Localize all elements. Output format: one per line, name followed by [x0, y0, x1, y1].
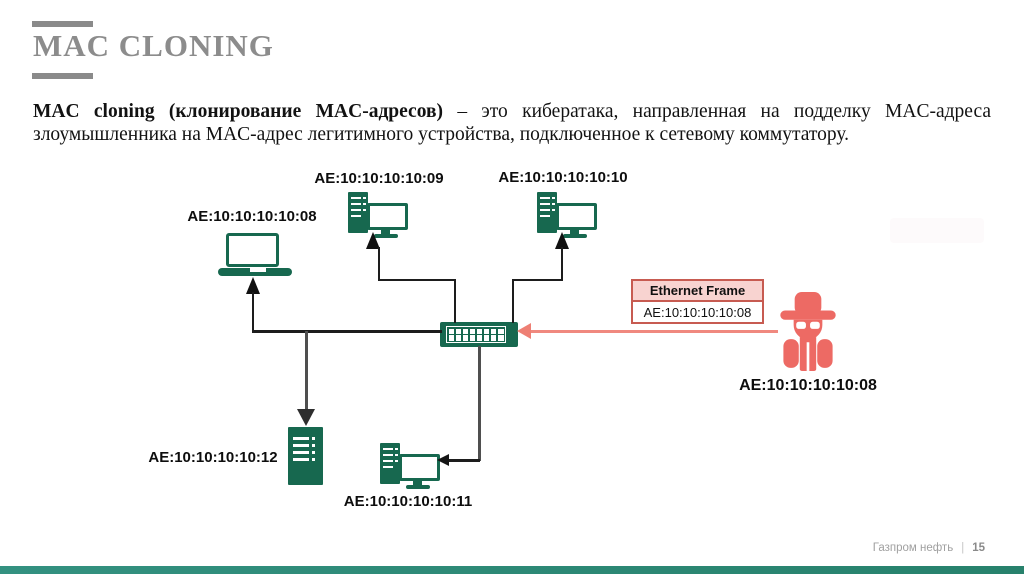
arrow-to-desktop10	[555, 232, 569, 249]
line-desktop09-v	[378, 247, 380, 281]
ethernet-frame-mac: AE:10:10:10:10:08	[643, 304, 752, 320]
desktop-tower	[348, 192, 368, 233]
attacker-spy-icon	[780, 292, 836, 371]
label-desktop11-mac: AE:10:10:10:10:11	[343, 493, 473, 510]
line-desktop09-h	[378, 279, 456, 281]
faint-highlight-box	[890, 218, 984, 243]
footer: Газпром нефть | 15	[873, 542, 985, 554]
attack-line	[529, 330, 778, 333]
line-desktop11-h	[448, 459, 480, 462]
line-desktop10-drop	[512, 279, 514, 323]
label-attacker-mac: AE:10:10:10:10:08	[739, 377, 877, 394]
arrow-to-laptop	[246, 277, 260, 294]
line-server	[305, 331, 308, 410]
definition-text: – это кибератака, направленная на поддел…	[33, 101, 991, 146]
laptop-notch	[250, 268, 266, 272]
desktop-monitor	[399, 454, 440, 481]
switch-ports	[446, 326, 506, 343]
label-desktop10-mac: AE:10:10:10:10:10	[498, 169, 628, 186]
desktop09-icon	[348, 192, 410, 238]
arrow-to-server	[297, 409, 315, 426]
line-main-horizontal	[252, 330, 442, 333]
desktop10-icon	[537, 192, 599, 238]
laptop-screen	[226, 233, 279, 267]
ethernet-frame-callout: Ethernet Frame AE:10:10:10:10:08	[631, 279, 764, 324]
arrow-to-desktop09	[366, 232, 380, 249]
desktop11-icon	[380, 443, 442, 489]
title-accent-bar-top	[32, 21, 93, 27]
footer-separator: |	[961, 542, 965, 554]
desktop-tower	[537, 192, 557, 233]
line-desktop10-h	[512, 279, 563, 281]
page-title: MAC CLONING	[33, 28, 274, 63]
attack-arrowhead	[517, 323, 531, 339]
bottom-accent-bar	[0, 566, 1024, 574]
line-desktop09-drop	[454, 279, 456, 323]
title-accent-bar-bottom	[32, 73, 93, 79]
label-desktop09-mac: AE:10:10:10:10:09	[314, 170, 444, 187]
desktop-monitor	[367, 203, 408, 230]
server-icon	[288, 427, 323, 485]
laptop-base	[218, 268, 292, 276]
footer-brand: Газпром нефть	[872, 542, 954, 554]
desktop-tower	[380, 443, 400, 484]
line-desktop11-v	[478, 346, 481, 461]
definition-paragraph: MAC cloning (клонирование MAC-адресов) –…	[33, 100, 991, 147]
line-desktop10-v	[561, 247, 563, 281]
ethernet-frame-title: Ethernet Frame	[633, 281, 762, 302]
network-switch-icon	[440, 322, 518, 347]
desktop-monitor	[556, 203, 597, 230]
label-laptop-mac: AE:10:10:10:10:08	[187, 208, 317, 225]
page-number: 15	[972, 542, 985, 554]
label-server12-mac: AE:10:10:10:10:12	[148, 449, 278, 466]
line-laptop	[252, 292, 254, 332]
arrow-to-desktop11	[437, 454, 449, 466]
definition-term: MAC cloning (клонирование MAC-адресов)	[33, 101, 443, 122]
